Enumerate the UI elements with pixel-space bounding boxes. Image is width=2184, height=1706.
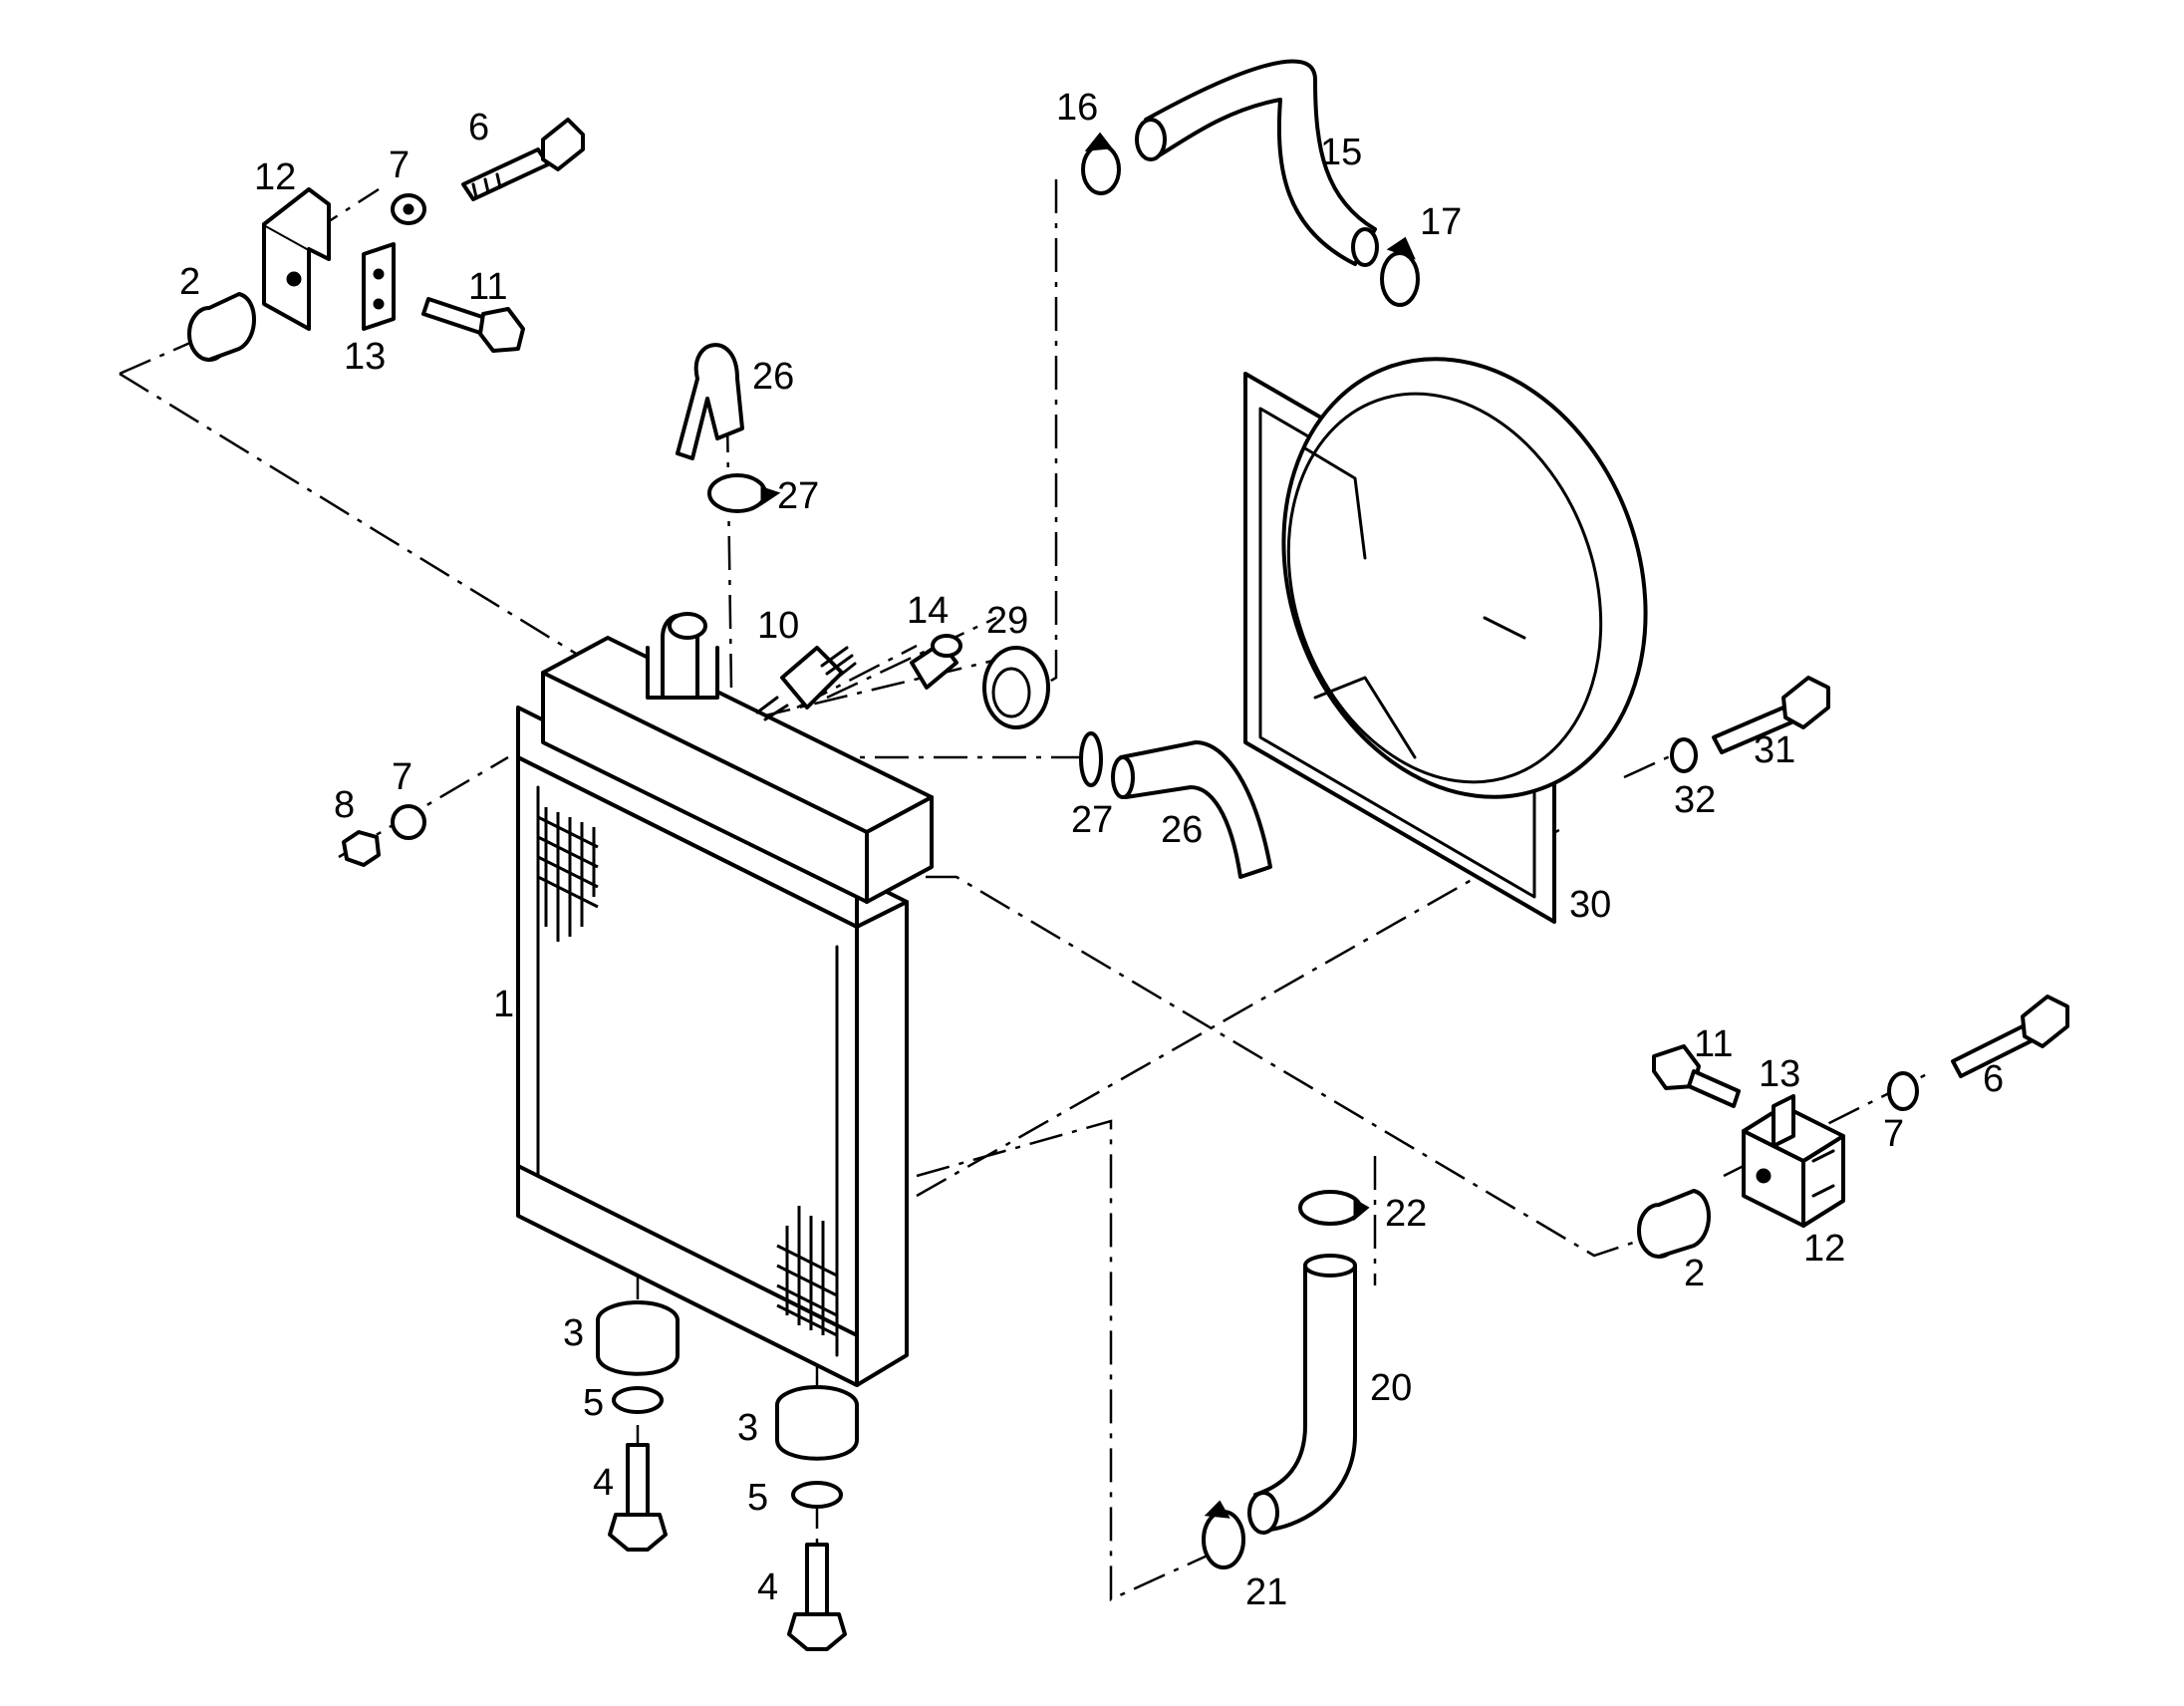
- part-labels: 1 2 2 3 3 4 4 5 5 6 6 7 7 7 8 10 11 11 1…: [179, 87, 2004, 1613]
- washer-32: [1670, 737, 1698, 773]
- label-27: 27: [1071, 799, 1113, 841]
- label-12: 12: [1803, 1228, 1845, 1270]
- label-13: 13: [344, 336, 386, 378]
- clamp-21: [1202, 1500, 1245, 1569]
- plate-13-right: [1772, 1094, 1795, 1148]
- label-8: 8: [334, 784, 355, 826]
- label-21: 21: [1245, 1571, 1287, 1613]
- bolt-6-left: [461, 118, 585, 201]
- label-2: 2: [1684, 1253, 1705, 1294]
- hose-26-right: [1111, 740, 1272, 879]
- label-11: 11: [1694, 1023, 1733, 1065]
- radiator-fins-top: [537, 807, 599, 942]
- radiator-fins-bottom: [776, 1206, 838, 1337]
- label-4: 4: [757, 1566, 778, 1608]
- clamp-27-top: [707, 473, 781, 513]
- label-2: 2: [179, 261, 200, 303]
- label-7: 7: [392, 756, 412, 798]
- bolt-6-right: [1951, 995, 2069, 1078]
- label-16: 16: [1056, 87, 1098, 129]
- label-3: 3: [563, 1312, 584, 1354]
- washer-7-right: [1887, 1071, 1919, 1111]
- label-4: 4: [593, 1462, 614, 1504]
- upper-hose: [1135, 59, 1379, 267]
- bolt-31: [1712, 676, 1830, 754]
- plug-14: [910, 634, 962, 690]
- clamp-16: [1081, 132, 1121, 195]
- label-5: 5: [583, 1382, 604, 1424]
- label-14: 14: [907, 590, 949, 632]
- label-6: 6: [1983, 1058, 2004, 1100]
- bolt-4-left: [608, 1443, 668, 1552]
- hose-26-top: [676, 343, 744, 460]
- label-12: 12: [254, 156, 296, 198]
- clamp-17: [1380, 236, 1420, 307]
- washer-7-left: [391, 193, 426, 225]
- washer-5-right: [791, 1481, 843, 1509]
- label-10: 10: [757, 605, 799, 647]
- washer-7-mid: [391, 804, 426, 840]
- bolt-11-right: [1652, 1044, 1741, 1108]
- label-15: 15: [1320, 132, 1362, 173]
- label-13: 13: [1759, 1053, 1800, 1095]
- clamp-27-mid: [1079, 731, 1103, 787]
- bolt-4-right: [787, 1543, 847, 1651]
- label-7: 7: [389, 144, 410, 186]
- mount-3-left: [596, 1300, 680, 1376]
- nut-8: [342, 830, 381, 867]
- label-3: 3: [737, 1407, 758, 1449]
- fitting-10: [755, 646, 857, 721]
- label-7: 7: [1883, 1113, 1904, 1155]
- label-5: 5: [747, 1477, 768, 1519]
- label-32: 32: [1674, 779, 1716, 821]
- label-31: 31: [1754, 729, 1795, 771]
- label-20: 20: [1370, 1367, 1412, 1409]
- assembly-lines: [119, 179, 1934, 1601]
- mount-3-right: [775, 1385, 859, 1461]
- bracket-12-left: [262, 187, 331, 331]
- label-6: 6: [468, 107, 489, 148]
- label-17: 17: [1420, 201, 1462, 243]
- lower-hose: [1247, 1254, 1357, 1535]
- plate-13-left: [362, 242, 396, 331]
- washer-5-left: [612, 1386, 664, 1414]
- fan-shroud: [1243, 357, 1648, 924]
- label-30: 30: [1569, 884, 1611, 926]
- label-29: 29: [986, 600, 1028, 642]
- label-27: 27: [777, 475, 819, 517]
- clamp-22: [1298, 1190, 1370, 1226]
- label-26: 26: [1161, 809, 1203, 851]
- bolt-11-left: [421, 297, 525, 353]
- radiator: [516, 612, 934, 1387]
- bushing-2-right: [1637, 1189, 1711, 1259]
- label-22: 22: [1385, 1193, 1427, 1235]
- cap-29: [982, 646, 1050, 729]
- label-11: 11: [468, 266, 507, 308]
- label-26: 26: [752, 356, 794, 398]
- label-1: 1: [493, 984, 514, 1025]
- bushing-2-left: [187, 292, 256, 362]
